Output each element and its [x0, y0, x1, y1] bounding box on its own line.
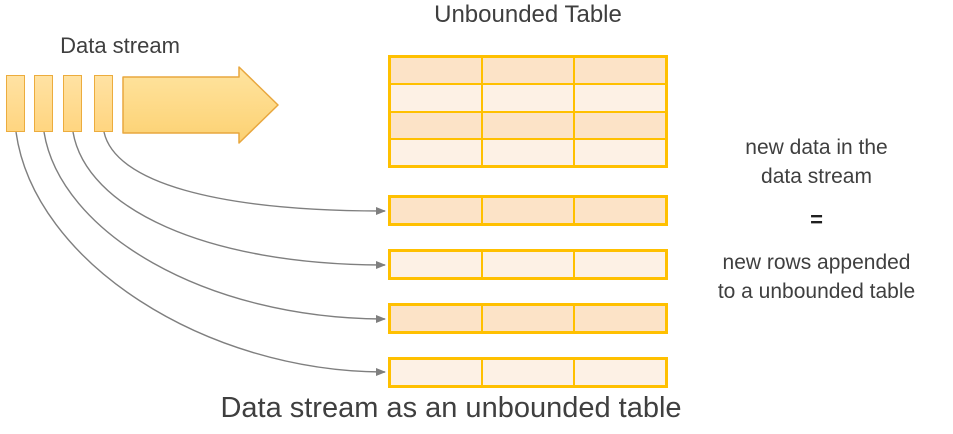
- table-cell: [574, 305, 666, 332]
- table-cell: [574, 84, 666, 112]
- table-cell: [574, 197, 666, 224]
- stream-event-bar-2: [34, 75, 53, 132]
- appended-row-3: [388, 303, 668, 334]
- table-cell: [574, 111, 666, 139]
- table-cell: [390, 57, 482, 85]
- table-cell: [482, 305, 574, 332]
- table-cell: [482, 57, 574, 85]
- table-cell: [482, 138, 574, 166]
- stream-event-bar-3: [63, 75, 82, 132]
- data-stream-label: Data stream: [60, 33, 180, 58]
- annotation-line-1: new data in the: [745, 136, 888, 159]
- table-cell: [482, 197, 574, 224]
- annotation-line-3: new rows appended: [722, 251, 911, 274]
- table-cell: [390, 251, 482, 278]
- table-cell: [390, 84, 482, 112]
- table-cell: [574, 251, 666, 278]
- table-cell: [390, 197, 482, 224]
- connector-arrow-icon-4: [15, 131, 386, 376]
- appended-row-4: [388, 357, 668, 388]
- table-cell: [390, 305, 482, 332]
- equals-sign: =: [810, 207, 823, 232]
- unbounded-table-title: Unbounded Table: [434, 1, 622, 28]
- stream-event-bar-1: [6, 75, 25, 132]
- table-cell: [482, 84, 574, 112]
- annotation-block: new data in the data stream = new rows a…: [680, 133, 953, 306]
- caption: Data stream as an unbounded table: [220, 392, 682, 424]
- stream-event-bar-4: [94, 75, 113, 132]
- annotation-line-4: to a unbounded table: [717, 280, 916, 303]
- table-cell: [482, 359, 574, 386]
- table-cell: [482, 111, 574, 139]
- connector-arrow-icon-3: [43, 131, 386, 323]
- table-cell: [390, 138, 482, 166]
- table-cell: [482, 251, 574, 278]
- table-cell: [574, 359, 666, 386]
- annotation-line-2: data stream: [761, 165, 872, 188]
- appended-row-1: [388, 195, 668, 226]
- connector-arrow-icon-2: [72, 131, 386, 269]
- stream-flow-arrow-icon: [122, 66, 279, 144]
- table-cell: [574, 138, 666, 166]
- table-cell: [390, 111, 482, 139]
- table-cell: [390, 359, 482, 386]
- table-cell: [574, 57, 666, 85]
- appended-row-2: [388, 249, 668, 280]
- unbounded-table: [388, 55, 668, 168]
